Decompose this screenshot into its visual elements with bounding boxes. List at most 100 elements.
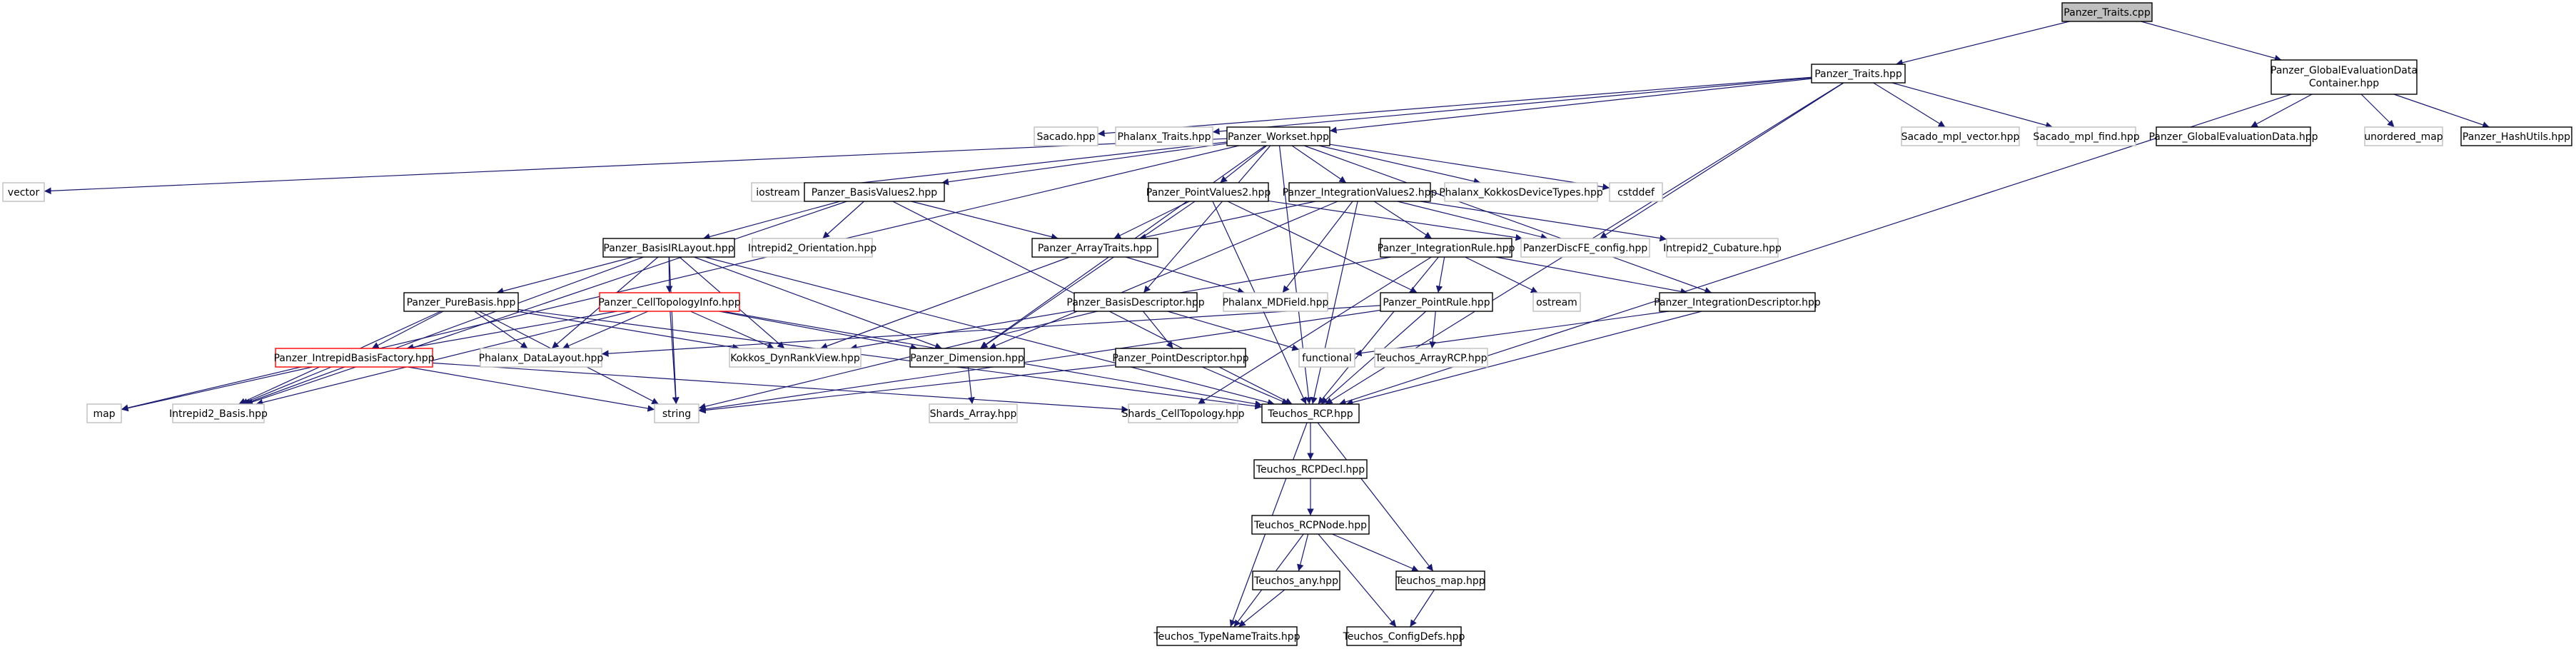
node-box	[599, 292, 740, 312]
node-label: Panzer_IntegrationDescriptor.hpp	[1654, 297, 1821, 308]
node-label: Panzer_BasisDescriptor.hpp	[1066, 297, 1204, 308]
node-string: string	[654, 403, 699, 423]
node-label-line2: Container.hpp	[2309, 78, 2379, 89]
node-teuchos-rcpnode-hpp[interactable]: Teuchos_RCPNode.hpp	[1251, 515, 1370, 535]
node-ostream: ostream	[1532, 292, 1581, 312]
node-teuchos-rcp-hpp[interactable]: Teuchos_RCP.hpp	[1261, 403, 1360, 423]
node-label: Panzer_Traits.hpp	[1814, 69, 1902, 80]
node-panzer-integrationdescriptor-hpp[interactable]: Panzer_IntegrationDescriptor.hpp	[1654, 292, 1821, 312]
edge-panzer-arraytraits-hpp-to-phalanx-mdfield-hpp	[1126, 256, 1245, 294]
node-panzer-globalevaluationdata-hpp[interactable]: Panzer_GlobalEvaluationData.hpp	[2148, 126, 2318, 146]
edge-panzer-celltopologyinfo-hpp-to-intrepid2-basis-hpp	[256, 311, 632, 406]
node-label: Panzer_Workset.hpp	[1228, 131, 1329, 143]
node-panzer-dimension-hpp[interactable]: Panzer_Dimension.hpp	[909, 348, 1025, 368]
edge-panzer-traits-hpp-to-panzer-workset-hpp	[1329, 78, 1812, 134]
node-functional: functional	[1298, 348, 1355, 368]
node-map: map	[86, 403, 122, 423]
node-box	[2364, 126, 2443, 146]
node-box	[654, 403, 699, 423]
node-panzer-pointdescriptor-hpp[interactable]: Panzer_PointDescriptor.hpp	[1112, 348, 1249, 368]
node-label: Panzer_IntrepidBasisFactory.hpp	[273, 353, 434, 364]
node-box	[1520, 238, 1650, 258]
edge-panzer-integrationvalues2-hpp-to-panzer-integrationrule-hpp	[1373, 201, 1433, 239]
edge-panzer-celltopologyinfo-hpp-to-kokkos-dynrankview-hpp	[690, 311, 774, 349]
node-box	[1074, 292, 1198, 312]
node-box	[1288, 182, 1431, 202]
node-sacado-mpl-vector-hpp: Sacado_mpl_vector.hpp	[1901, 126, 2020, 146]
node-intrepid2-basis-hpp: Intrepid2_Basis.hpp	[169, 403, 268, 423]
node-box	[2271, 59, 2418, 95]
node-iostream: iostream	[751, 182, 805, 202]
node-box	[1261, 403, 1360, 423]
edge-panzer-basisvalues2-hpp-to-panzer-basisirlayout-hpp	[702, 201, 841, 241]
node-panzer-hashutils-hpp[interactable]: Panzer_HashUtils.hpp	[2460, 126, 2572, 146]
node-label: PanzerDiscFE_config.hpp	[1523, 243, 1648, 254]
edge-panzer-integrationdescriptor-hpp-to-teuchos-rcp-hpp	[1345, 311, 1702, 406]
node-label: Teuchos_ArrayRCP.hpp	[1375, 353, 1487, 364]
edge-panzer-traits-hpp-to-sacado-mpl-find-hpp	[1891, 82, 2053, 129]
edge-panzer-basisvalues2-hpp-to-intrepid2-orientation-hpp	[822, 201, 864, 239]
node-box	[2036, 126, 2136, 146]
edge-panzer-integrationvalues2-hpp-to-panzer-dimension-hpp	[989, 201, 1338, 349]
node-box	[1251, 515, 1370, 535]
node-teuchos-rcpdecl-hpp[interactable]: Teuchos_RCPDecl.hpp	[1253, 459, 1368, 479]
node-box	[1034, 126, 1098, 146]
node-panzer-pointvalues2-hpp[interactable]: Panzer_PointValues2.hpp	[1146, 182, 1271, 202]
edge-panzer-intrepidbasisfactory-hpp-to-intrepid2-basis-hpp	[241, 366, 332, 405]
node-phalanx-mdfield-hpp: Phalanx_MDField.hpp	[1223, 292, 1329, 312]
node-box	[1298, 348, 1355, 368]
node-box	[172, 403, 265, 423]
node-panzer-arraytraits-hpp[interactable]: Panzer_ArrayTraits.hpp	[1031, 238, 1158, 258]
edge-teuchos-rcpnode-hpp-to-teuchos-any-hpp	[1297, 533, 1309, 572]
node-label: Teuchos_TypeNameTraits.hpp	[1153, 631, 1300, 643]
node-panzer-purebasis-hpp[interactable]: Panzer_PureBasis.hpp	[403, 292, 519, 312]
node-panzer-basisvalues2-hpp[interactable]: Panzer_BasisValues2.hpp	[804, 182, 945, 202]
node-label: Panzer_ArrayTraits.hpp	[1038, 243, 1152, 254]
node-panzer-workset-hpp[interactable]: Panzer_Workset.hpp	[1226, 126, 1330, 146]
edge-panzer-intrepidbasisfactory-hpp-to-map	[121, 366, 313, 412]
edge-panzer-workset-hpp-to-panzer-basisdescriptor-hpp	[1143, 145, 1271, 293]
node-teuchos-any-hpp[interactable]: Teuchos_any.hpp	[1252, 570, 1340, 590]
edge-panzer-workset-hpp-to-cstddef	[1329, 144, 1610, 191]
node-box	[1115, 126, 1213, 146]
node-shards-celltopology-hpp: Shards_CellTopology.hpp	[1121, 403, 1245, 423]
node-label: Panzer_PointRule.hpp	[1383, 297, 1490, 308]
node-teuchos-configdefs-hpp[interactable]: Teuchos_ConfigDefs.hpp	[1343, 626, 1465, 646]
edge-panzer-pointdescriptor-hpp-to-teuchos-rcp-hpp	[1202, 366, 1289, 405]
node-label: Teuchos_ConfigDefs.hpp	[1343, 631, 1465, 643]
node-teuchos-map-hpp[interactable]: Teuchos_map.hpp	[1395, 570, 1485, 590]
node-kokkos-dynrankview-hpp: Kokkos_DynRankView.hpp	[729, 348, 862, 368]
edge-panzer-integrationdescriptor-hpp-to-functional	[1354, 311, 1670, 357]
edge-panzer-purebasis-hpp-to-phalanx-datalayout-hpp	[474, 311, 528, 349]
node-panzer-integrationrule-hpp[interactable]: Panzer_IntegrationRule.hpp	[1378, 238, 1515, 258]
node-label: Teuchos_any.hpp	[1253, 575, 1338, 587]
node-panzer-basisdescriptor-hpp[interactable]: Panzer_BasisDescriptor.hpp	[1066, 292, 1205, 312]
edge-panzer-basisirlayout-hpp-to-panzer-celltopologyinfo-hpp	[665, 256, 673, 293]
edge-teuchos-rcp-hpp-to-teuchos-map-hpp	[1317, 422, 1434, 572]
node-teuchos-typenametraits-hpp[interactable]: Teuchos_TypeNameTraits.hpp	[1153, 626, 1300, 646]
edge-panzer-intrepidbasisfactory-hpp-to-shards-celltopology-hpp	[432, 362, 1129, 413]
node-phalanx-kokkosdevicetypes-hpp: Phalanx_KokkosDeviceTypes.hpp	[1439, 182, 1603, 202]
node-box	[1395, 570, 1485, 590]
node-box	[2061, 2, 2153, 22]
node-panzer-basisirlayout-hpp[interactable]: Panzer_BasisIRLayout.hpp	[602, 238, 735, 258]
node-panzer-traits-cpp[interactable]: Panzer_Traits.cpp	[2061, 2, 2153, 22]
edge-panzer-workset-hpp-to-vector	[44, 138, 1228, 195]
node-label: ostream	[1536, 297, 1577, 308]
node-panzer-intrepidbasisfactory-hpp[interactable]: Panzer_IntrepidBasisFactory.hpp	[273, 348, 435, 368]
node-panzer-pointrule-hpp[interactable]: Panzer_PointRule.hpp	[1380, 292, 1493, 312]
node-panzer-integrationvalues2-hpp[interactable]: Panzer_IntegrationValues2.hpp	[1283, 182, 1438, 202]
node-label: Intrepid2_Basis.hpp	[169, 408, 268, 420]
edge-panzer-integrationrule-hpp-to-ostream	[1465, 256, 1538, 293]
node-panzer-traits-hpp[interactable]: Panzer_Traits.hpp	[1811, 64, 1906, 84]
edge-panzer-pointrule-hpp-to-phalanx-datalayout-hpp	[601, 305, 1381, 357]
node-box	[1156, 626, 1298, 646]
node-label: functional	[1302, 353, 1352, 364]
edge-panzer-traits-hpp-to-sacado-hpp	[1097, 76, 1812, 137]
edge-teuchos-rcpnode-hpp-to-teuchos-configdefs-hpp	[1318, 533, 1397, 628]
node-panzer-celltopologyinfo-hpp[interactable]: Panzer_CellTopologyInfo.hpp	[598, 292, 741, 312]
node-box	[909, 348, 1025, 368]
edge-panzer-celltopologyinfo-hpp-to-string	[670, 311, 680, 405]
